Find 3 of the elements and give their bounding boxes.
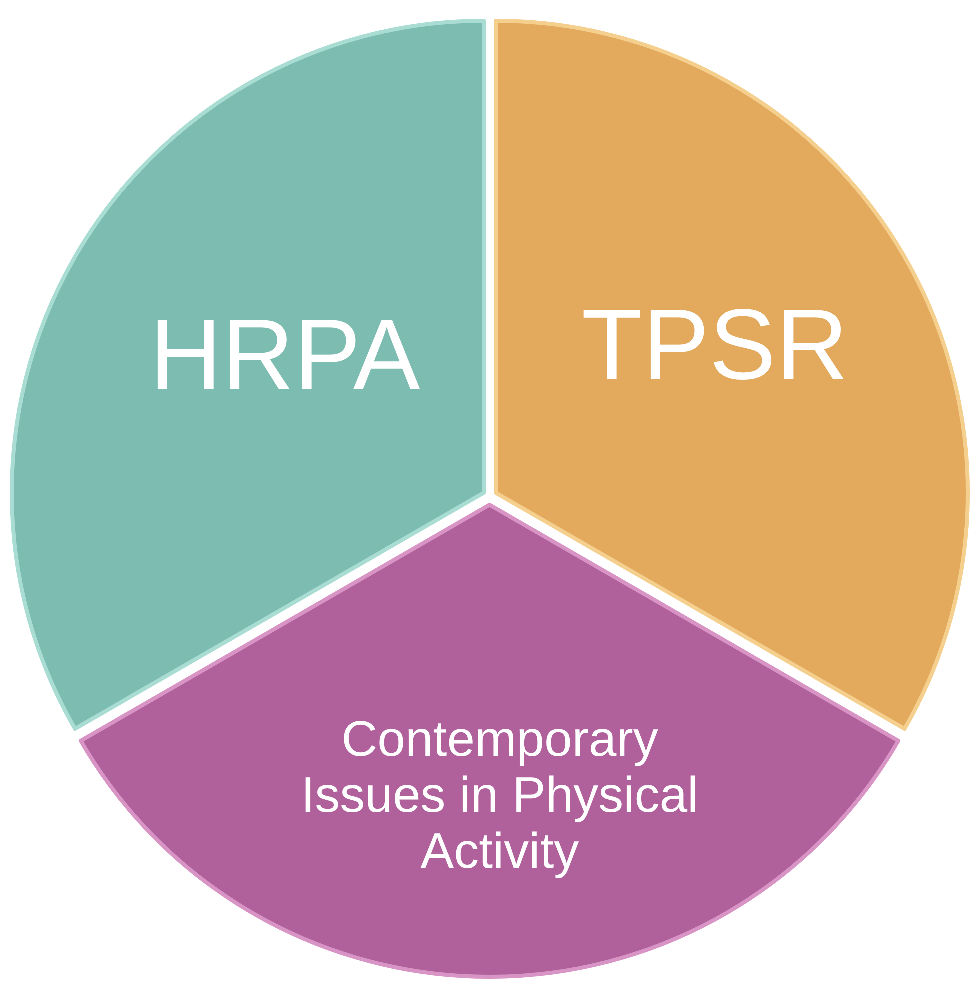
segment-label: HRPA — [148, 299, 422, 411]
segment-label: TPSR — [580, 289, 850, 401]
segment-label: Contemporary Issues in Physical Activity — [300, 711, 700, 879]
